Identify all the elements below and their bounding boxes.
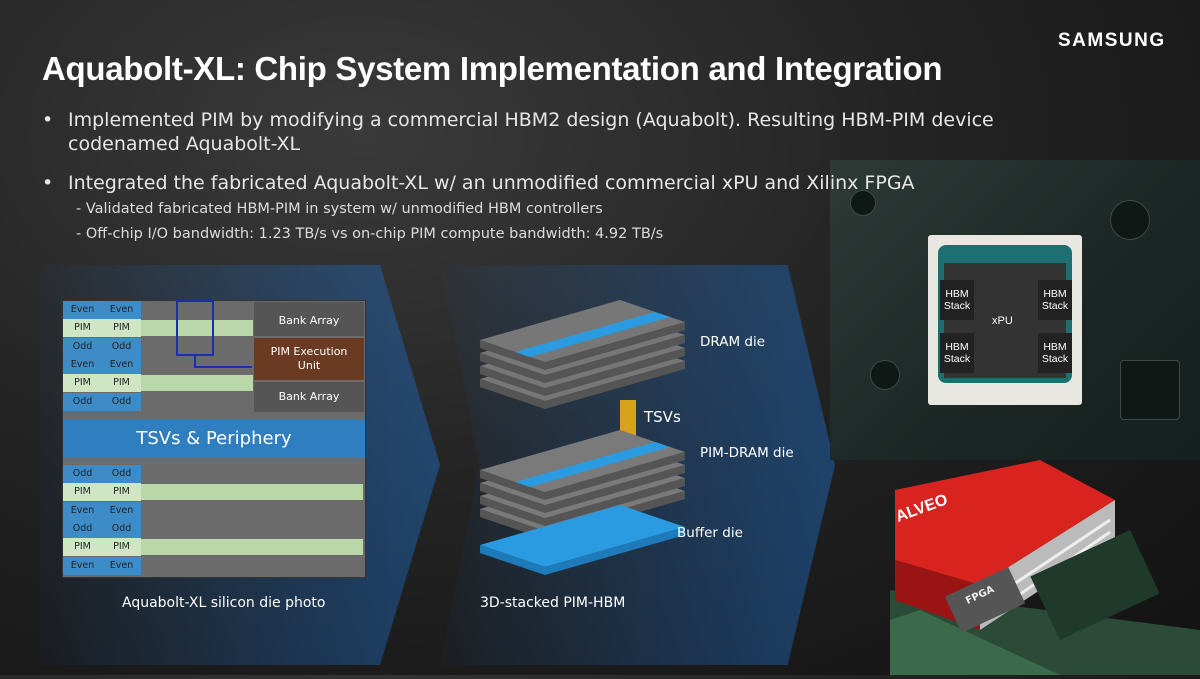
die-photo-caption: Aquabolt-XL silicon die photo [122, 595, 326, 611]
pcb-photo [830, 160, 1200, 460]
bullet-1: Implemented PIM by modifying a commercia… [42, 108, 1102, 156]
buffer-die [480, 505, 685, 575]
hbm-stack-label: HBM Stack [1038, 333, 1072, 373]
stack-diagram [480, 300, 685, 575]
highlight-arrow [194, 356, 196, 368]
die-row-label: PIM [102, 319, 141, 338]
pim-stripe [141, 375, 253, 392]
highlight-arrow [194, 366, 252, 368]
die-row-label: Even [63, 301, 102, 319]
samsung-logo: SAMSUNG [1058, 30, 1166, 51]
bullet-2: Integrated the fabricated Aquabolt-XL w/… [42, 171, 1102, 195]
die-row-label: Odd [63, 337, 102, 356]
die-row-label: Odd [102, 465, 141, 483]
die-row-label: PIM [102, 374, 141, 393]
hbm-stack-label: HBM Stack [940, 280, 974, 320]
pim-dram-die-label: PIM-DRAM die [700, 445, 794, 461]
die-row-label: PIM [63, 319, 102, 338]
pim-stripe [141, 539, 363, 556]
tsv-periphery-band: TSVs & Periphery [63, 420, 365, 458]
dram-die-label: DRAM die [700, 334, 766, 350]
die-row-label: Even [102, 556, 141, 575]
bank-array-bottom: Bank Array [254, 382, 364, 412]
die-row-label: Even [63, 355, 102, 374]
slide-title: Aquabolt-XL: Chip System Implementation … [42, 50, 943, 87]
die-row-label: Odd [63, 392, 102, 411]
die-row-label: Odd [102, 337, 141, 356]
die-row-label: PIM [63, 538, 102, 557]
pim-execution-unit: PIM Execution Unit [254, 338, 364, 380]
xpu-package: HBM Stack HBM Stack HBM Stack HBM Stack … [928, 235, 1082, 405]
die-row-label: Odd [63, 465, 102, 483]
pim-dram-die [480, 430, 685, 500]
tsvs-label: TSVs [644, 408, 681, 426]
die-row-label: Even [63, 501, 102, 520]
die-row-label: Even [102, 501, 141, 520]
die-row-label: PIM [102, 538, 141, 557]
die-row-label: PIM [102, 483, 141, 502]
dram-die [480, 300, 685, 370]
stack-caption: 3D-stacked PIM-HBM [480, 595, 626, 611]
xpu-label: xPU [992, 315, 1013, 327]
die-row-label: Even [102, 355, 141, 374]
bank-array-top: Bank Array [254, 302, 364, 336]
sub-bullet-1: - Validated fabricated HBM-PIM in system… [76, 201, 603, 217]
alveo-fpga-card: ALVEO FPGA [890, 460, 1200, 675]
hbm-stack-label: HBM Stack [940, 333, 974, 373]
die-row-label: PIM [63, 483, 102, 502]
die-row-label: Odd [102, 519, 141, 538]
highlight-box [176, 300, 214, 356]
die-row-label: Even [63, 556, 102, 575]
die-row-label: Odd [63, 519, 102, 538]
die-row-label: Odd [102, 392, 141, 411]
buffer-die-label: Buffer die [677, 525, 743, 541]
pim-stripe [141, 320, 253, 337]
die-row-label: PIM [63, 374, 102, 393]
die-row-label: Even [102, 301, 141, 319]
hbm-stack-label: HBM Stack [1038, 280, 1072, 320]
sub-bullet-2: - Off-chip I/O bandwidth: 1.23 TB/s vs o… [76, 226, 664, 242]
pim-stripe [141, 484, 363, 501]
